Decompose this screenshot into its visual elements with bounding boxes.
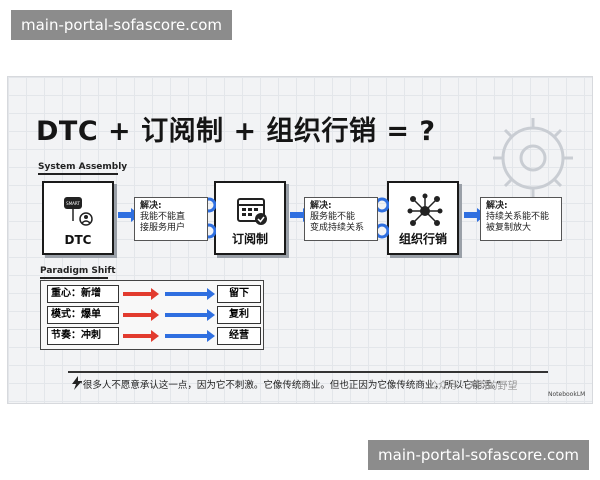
paradigm-shift-label: Paradigm Shift xyxy=(40,266,116,276)
note-line: 服务能不能 xyxy=(310,212,356,222)
shift-arrow-icon xyxy=(123,288,215,300)
shift-arrow-icon xyxy=(123,309,215,321)
paradigm-shift-box: 重心：新增 留下 模式：爆单 复利 节奏：冲刺 经营 xyxy=(40,280,264,350)
system-assembly-label: System Assembly xyxy=(38,162,128,172)
node-dtc: SMART DTC xyxy=(42,181,114,255)
brand-label: NotebookLM xyxy=(548,391,586,398)
social-watermark: 公众号 · 天问的野望 xyxy=(428,381,518,392)
paradigm-row: 重心：新增 留下 xyxy=(47,285,261,303)
network-people-icon xyxy=(407,193,443,226)
quote-divider xyxy=(68,371,548,373)
paradigm-from: 节奏：冲刺 xyxy=(47,327,119,345)
gear-decoration-icon xyxy=(493,118,573,198)
note-head: 解决: xyxy=(310,201,332,211)
paradigm-to: 复利 xyxy=(217,306,261,324)
paradigm-from: 重心：新增 xyxy=(47,285,119,303)
node-subscription: 订阅制 xyxy=(214,181,286,255)
node-label: 订阅制 xyxy=(231,232,268,246)
paradigm-shift-underline xyxy=(40,277,108,279)
node-label: DTC xyxy=(64,233,92,247)
paradigm-row: 模式：爆单 复利 xyxy=(47,306,261,324)
watermark-top: main-portal-sofascore.com xyxy=(11,10,232,40)
paradigm-from: 模式：爆单 xyxy=(47,306,119,324)
node-label: 组织行销 xyxy=(398,232,447,246)
shift-arrow-icon xyxy=(123,330,215,342)
note-line: 持续关系能不能 xyxy=(486,212,550,222)
note-organization: 解决: 持续关系能不能 被复制放大 xyxy=(480,197,562,241)
note-head: 解决: xyxy=(140,201,162,211)
system-assembly-underline xyxy=(38,173,118,175)
note-line: 被复制放大 xyxy=(486,223,532,233)
svg-text:SMART: SMART xyxy=(66,201,80,206)
note-subscription: 解决: 服务能不能 变成持续关系 xyxy=(304,197,378,241)
quote-text: “很多人不愿意承认这一点，因为它不刺激。它像传统商业。但也正因为它像传统商业，所… xyxy=(78,380,502,391)
note-dtc: 解决: 我能不能直 接服务用户 xyxy=(134,197,208,241)
note-line: 接服务用户 xyxy=(140,223,186,233)
paradigm-row: 节奏：冲刺 经营 xyxy=(47,327,261,345)
lightning-icon xyxy=(72,376,82,390)
note-line: 我能不能直 xyxy=(140,212,186,222)
slide: DTC + 订阅制 + 组织行销 = ? System Assembly SMA… xyxy=(7,76,593,404)
page-title: DTC + 订阅制 + 组织行销 = ? xyxy=(36,116,436,147)
paradigm-to: 经营 xyxy=(217,327,261,345)
node-organization-marketing: 组织行销 xyxy=(387,181,459,255)
note-line: 变成持续关系 xyxy=(310,223,365,233)
calendar-check-icon xyxy=(237,198,267,225)
note-head: 解决: xyxy=(486,201,508,211)
paradigm-to: 留下 xyxy=(217,285,261,303)
watermark-bottom: main-portal-sofascore.com xyxy=(368,440,589,470)
smart-user-icon: SMART xyxy=(64,197,93,226)
